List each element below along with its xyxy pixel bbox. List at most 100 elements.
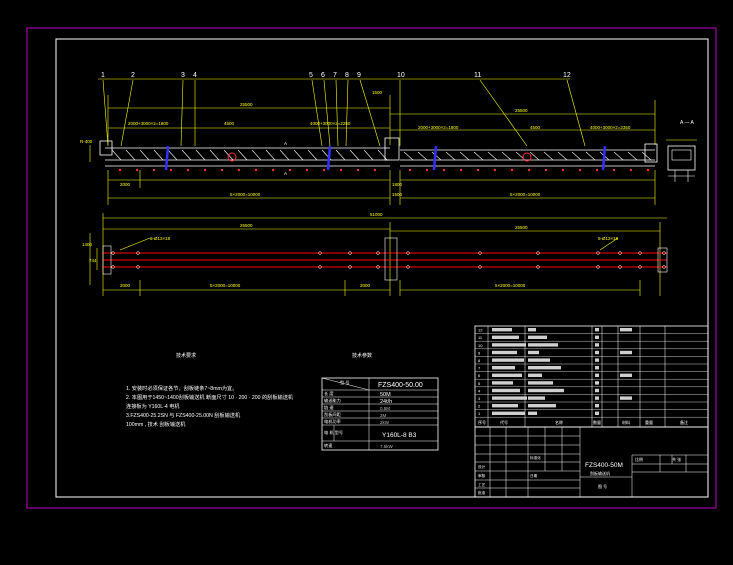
balloon-7: 7 xyxy=(333,72,337,79)
bolt-hole xyxy=(478,265,482,269)
support-roller xyxy=(373,168,377,172)
flight-bar xyxy=(377,149,388,161)
bom-code-cell xyxy=(492,373,522,377)
flight-bar xyxy=(293,149,304,161)
bolt-hole xyxy=(348,265,352,269)
balloon-numbers: 1 2 3 4 5 6 7 8 9 10 11 12 xyxy=(101,72,571,79)
plan-left-half-dim: 25500 xyxy=(240,223,253,228)
bolt-hole xyxy=(136,265,140,269)
spec-label-0: 型 号 xyxy=(340,379,350,386)
bom-row-number: 6 xyxy=(478,373,481,378)
note-line-4: 3.FZS400-25.2SN 与 FZS400-25.00N 刮板输送机 xyxy=(126,411,241,419)
bom-header-weight: 重量 xyxy=(645,419,653,425)
bolt-hole xyxy=(406,265,410,269)
title-cell-design: 设计 xyxy=(478,464,486,469)
support-roller xyxy=(186,168,190,172)
bom-row-number: 11 xyxy=(478,335,483,340)
plan-dimension-text: 51000 25500 25500 1400 744 8-Ø13×18 8-Ø1… xyxy=(82,212,619,288)
bolt-hole xyxy=(111,265,115,269)
elevation-dimension-text: 25500 25500 2000+3000×2=1800 4500 4000+3… xyxy=(80,90,631,197)
flight-bar xyxy=(403,151,414,161)
bom-name-cell xyxy=(528,328,536,332)
support-roller xyxy=(408,168,412,172)
support-roller xyxy=(356,168,360,172)
dim-bottom-4: 1500 xyxy=(392,192,403,197)
spec-value-capacity: 24t/h xyxy=(380,399,392,405)
bom-row-number: 3 xyxy=(478,396,481,401)
bom-name-cell xyxy=(528,350,539,355)
dim-right-overall: 25500 xyxy=(515,108,528,113)
spec-label-1: 长 度 xyxy=(324,390,334,397)
bom-code-cell xyxy=(492,366,515,370)
title-cell-approve: 批准 xyxy=(478,490,486,495)
bom-header-material: 材料 xyxy=(622,419,630,425)
dim-bottom-1: 2000 xyxy=(120,182,131,187)
support-roller xyxy=(254,168,258,172)
notes-heading: 技术要求 xyxy=(176,352,196,359)
flight-bar xyxy=(585,151,596,161)
drawing-title: FZS400-50M xyxy=(585,462,623,469)
flight-bar xyxy=(111,149,122,161)
plan-left-width: 744 xyxy=(89,258,97,263)
bom-name-cell xyxy=(528,366,561,370)
bom-name-cell xyxy=(528,343,558,347)
flight-bar xyxy=(557,151,568,161)
support-roller xyxy=(322,168,326,172)
bom-row-number: 5 xyxy=(478,381,481,386)
bom-code-cell xyxy=(492,343,526,347)
balloon-8: 8 xyxy=(345,72,349,79)
plan-bottom-dim-1: 2000 xyxy=(120,283,131,288)
plan-view: 51000 25500 25500 1400 744 8-Ø13×18 8-Ø1… xyxy=(82,212,668,296)
flight-bar xyxy=(307,149,318,161)
conveyor-support-rollers xyxy=(118,168,650,172)
support-roller xyxy=(578,168,582,172)
spec-value-model: FZS400-50.00 xyxy=(378,382,423,389)
support-roller xyxy=(152,168,156,172)
bolt-hole xyxy=(478,251,482,255)
balloon-3: 3 xyxy=(181,72,185,79)
flight-bar xyxy=(431,151,442,161)
dim-left-overall: 25500 xyxy=(240,102,253,107)
bolt-hole xyxy=(536,265,540,269)
bom-header-no: 序号 xyxy=(478,419,486,425)
flight-bar xyxy=(363,149,374,161)
bom-name-cell xyxy=(528,388,564,393)
flight-bar xyxy=(445,151,456,161)
bolt-hole xyxy=(596,251,600,255)
flight-bar xyxy=(167,149,178,161)
bolt-hole xyxy=(536,251,540,255)
support-roller xyxy=(118,168,122,172)
bom-material-cell xyxy=(620,328,632,332)
bom-name-cell xyxy=(528,358,550,362)
section-view: A — A xyxy=(666,120,697,182)
note-line-2: 2. 本图用于1450~1400刮板输送机 断面尺寸 10 · 200 · 20… xyxy=(126,393,294,401)
bom-qty-cell xyxy=(595,358,599,362)
title-block: FZS400-50M 刮板输送机 比例 共 张 图 号 设计 审核 工艺 批准 … xyxy=(474,426,709,498)
note-line-3: 连接板为 Y160L-4 电机 xyxy=(126,402,180,410)
support-roller xyxy=(493,168,497,172)
bom-code-cell xyxy=(492,381,513,385)
bom-qty-cell xyxy=(595,404,599,408)
spec-value-pitch: 2M xyxy=(380,413,387,418)
bom-qty-cell xyxy=(595,381,599,385)
plan-bottom-dim-2: 5×2000=10000 xyxy=(210,283,241,288)
flight-bar xyxy=(417,151,428,161)
bom-qty-cell xyxy=(595,411,599,415)
drive-motor-marks xyxy=(227,152,532,162)
bom-code-cell xyxy=(492,335,519,339)
bom-name-cell xyxy=(528,411,537,415)
plan-right-half-dim: 25500 xyxy=(515,225,528,230)
support-roller xyxy=(442,168,446,172)
support-roller xyxy=(510,168,514,172)
spec-label-2: 输送能力 xyxy=(324,397,341,404)
support-roller xyxy=(612,168,616,172)
flight-bar xyxy=(335,149,346,161)
dim-left-height: R-400 xyxy=(80,139,93,144)
inner-frame xyxy=(55,38,709,498)
plan-overall-dim: 51000 xyxy=(370,212,383,217)
bom-header-code: 代号 xyxy=(500,419,508,425)
bolt-hole xyxy=(318,251,322,255)
bolt-hole xyxy=(618,251,622,255)
